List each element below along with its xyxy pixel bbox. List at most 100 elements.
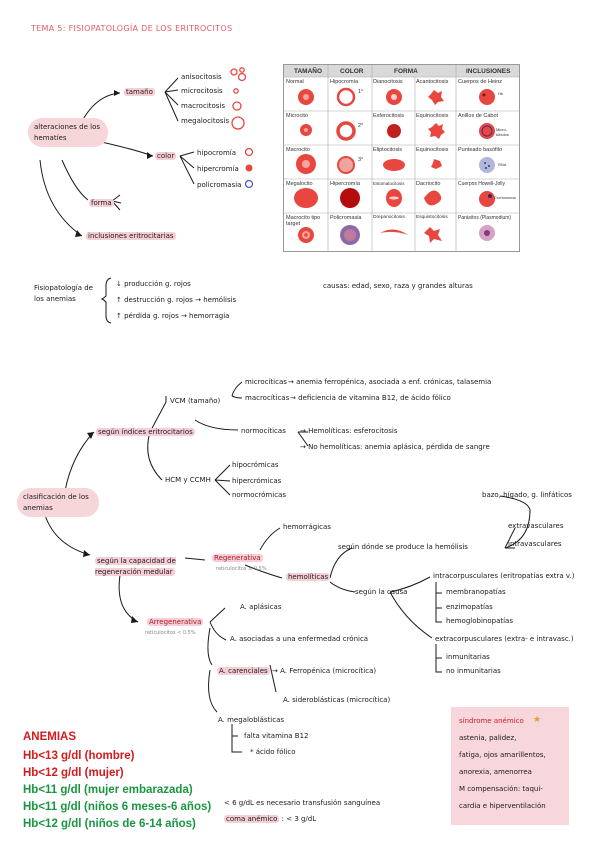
- intracorpusculares-label: intracorpusculares (eritropatías extra v…: [433, 572, 575, 580]
- tamano-item-2: microcitosis: [181, 87, 223, 95]
- alteraciones-root: alteraciones de los hematíes: [28, 118, 108, 147]
- page-title: TEMA 5: FISIOPATOLOGÍA DE LOS ERITROCITO…: [31, 24, 233, 33]
- hemoliticas-text: hemolíticas: [286, 573, 331, 581]
- intra-item-2: enzimopatías: [446, 603, 493, 611]
- anemias-threshold-3: Hb<11 g/dl (mujer embarazada): [23, 784, 193, 796]
- alteraciones-root-text: alteraciones de los hematíes: [34, 123, 100, 142]
- ferropenica-label: → A. Ferropénica (microcítica): [272, 667, 377, 675]
- cell-forma-1: Dianocitosis: [373, 79, 403, 85]
- arregenerativa-note: reticulocitos < 0.5%: [145, 630, 196, 636]
- hcm-label: HCM y CCMH: [165, 476, 211, 484]
- color-text: color: [155, 152, 177, 160]
- cell-color-marker-1: 1°: [358, 89, 364, 95]
- cell-tag-cromosoma: Cromosoma: [494, 195, 516, 200]
- extracorpusculares-label: extracorpusculares (extra- e intravasc.): [435, 635, 574, 643]
- table-grid: [284, 65, 519, 251]
- cell-inclusion-basofilo: Punteado basófilo: [458, 147, 503, 153]
- macrociticas-desc: → deficiencia de vitamina B12, de ácido …: [290, 394, 451, 402]
- color-item-3: policromasia: [197, 181, 242, 189]
- regenerativa-text: Regenerativa: [212, 554, 263, 562]
- hcm-item-2: hipercrómicas: [232, 477, 282, 485]
- cell-tamano-macrocito: Macrocito: [286, 147, 310, 153]
- cell-forma-3: Esferocitosis: [373, 113, 405, 119]
- anemias-heading: ANEMIAS: [23, 731, 77, 743]
- color-label: color: [155, 152, 177, 160]
- intra-item-1: membranopatías: [446, 588, 506, 596]
- table-header-forma: FORMA: [394, 68, 418, 75]
- regenerativa-note: reticulocitos ≥ 0.5%: [216, 566, 267, 572]
- cell-inclusion-heinz: Cuerpos de Heinz: [458, 79, 503, 85]
- arregenerativa-text: Arregenerativa: [147, 618, 204, 626]
- indices-text: según índices eritrocitarios: [96, 428, 195, 436]
- carenciales-text: A. carenciales: [217, 667, 270, 675]
- anemias-threshold-4: Hb<11 g/dl (niños 6 meses-6 años): [23, 801, 212, 813]
- table-header-tamano: TAMAÑO: [294, 68, 323, 75]
- normociticas-label: normocíticas: [241, 427, 286, 435]
- intra-item-3: hemoglobinopatías: [446, 617, 513, 625]
- tamano-text: tamaño: [124, 88, 155, 96]
- hemoliticas-label: hemolíticas: [286, 573, 331, 581]
- hcm-item-1: hipocrómicas: [232, 461, 279, 469]
- hemoliticas-line: → Hemolíticas: esferocitosis: [300, 427, 398, 435]
- table-header-color: COLOR: [340, 68, 364, 75]
- asociadas-label: A. asociadas a una enfermedad crónica: [230, 635, 369, 643]
- intravasculares-label: intravasculares: [508, 540, 562, 548]
- coma-line: coma anémico : < 3 g/dL: [224, 815, 317, 823]
- aplasicas-label: A. aplásicas: [240, 603, 282, 611]
- cell-color-policromasia: Policromasia: [330, 215, 362, 221]
- carenciales-label: A. carenciales: [217, 667, 270, 675]
- cell-tag-microtubulos: Micro-túbulos: [496, 127, 509, 137]
- vcm-label: VCM (tamaño): [170, 397, 221, 405]
- color-item-1: hipocromía: [197, 149, 237, 157]
- sideroblasticas-label: A. sideroblásticas (microcítica): [283, 696, 391, 704]
- inclusiones-text: inclusiones eritrocitarias: [86, 232, 176, 240]
- cell-inclusion-cabot: Anillos de Cabot: [458, 113, 499, 119]
- sindrome-line-1: astenia, palidez,: [459, 734, 517, 742]
- megaloblasticas-label: A. megaloblásticas: [218, 716, 285, 724]
- sindrome-line-5: cardia e hiperventilación: [459, 802, 546, 810]
- forma-text: forma: [89, 199, 114, 207]
- cell-forma-5: Eliptocitosis: [373, 147, 403, 153]
- fisiopatologia-label: Fisiopatología de los anemias: [34, 284, 93, 304]
- sindrome-line-2: fatiga, ojos amarillentos,: [459, 751, 546, 759]
- fisio-causas: causas: edad, sexo, raza y grandes altur…: [323, 282, 473, 290]
- tamano-label: tamaño: [124, 88, 155, 96]
- arregenerativa-label: Arregenerativa: [147, 618, 204, 626]
- cell-forma-7: Estomatocitosis: [373, 181, 405, 186]
- cell-color-hipercromia: Hipercromía: [330, 181, 360, 187]
- fisio-item-1: ↓ producción g. rojos: [116, 280, 191, 288]
- clasificacion-root-text: clasificación de los anemias: [23, 493, 89, 512]
- cell-forma-8: Dacriocito: [416, 181, 441, 187]
- anemias-threshold-2: Hb<12 g/dl (mujer): [23, 767, 124, 779]
- bazo-label: bazo, hígado, g. linfáticos: [482, 491, 572, 499]
- microciticas-label: microcíticas: [245, 378, 287, 386]
- causa-label: según la causa: [355, 588, 408, 596]
- cell-tamano-normal: Normal: [286, 79, 304, 85]
- cell-tamano-megalocito: Megalocito: [286, 181, 313, 187]
- coma-value: : < 3 g/dL: [281, 815, 317, 823]
- cell-inclusion-plasmodium: Parásitos (Plasmodium): [458, 215, 512, 221]
- macrociticas-label: macrocíticas: [245, 394, 290, 402]
- sindrome-line-4: M compensación: taqui-: [459, 785, 543, 793]
- sindrome-box: síndrome anémico ★ astenia, palidez, fat…: [451, 707, 569, 825]
- extra-item-2: no inmunitarias: [446, 667, 501, 675]
- cell-color-marker-3: 3°: [358, 157, 364, 163]
- table-header-inclusiones: INCLUSIONES: [466, 68, 511, 75]
- indices-label: según índices eritrocitarios: [96, 428, 195, 436]
- cell-forma-4: Equinocitosis: [416, 113, 449, 119]
- color-cell-icons: [244, 147, 254, 189]
- inclusiones-label: inclusiones eritrocitarias: [86, 232, 176, 240]
- capacidad-text: según la capacidad de regeneración medul…: [95, 557, 176, 577]
- cell-tamano-microcito: Microcito: [286, 113, 309, 119]
- star-icon: ★: [533, 715, 542, 725]
- cell-color-hipocromia: Hipocromía: [330, 79, 359, 85]
- capacidad-label: según la capacidad de regeneración medul…: [95, 556, 190, 578]
- color-item-2: hipercromía: [197, 165, 239, 173]
- coma-label: coma anémico: [224, 815, 280, 823]
- fisio-item-2: ↑ destrucción g. rojos → hemólisis: [116, 296, 237, 304]
- cell-forma-9: Drepanocitosis: [373, 215, 405, 220]
- cell-tag-hb: Hb: [498, 91, 504, 96]
- clasificacion-root: clasificación de los anemias: [17, 488, 99, 517]
- anemias-threshold-5: Hb<12 g/dl (niños de 6-14 años): [23, 818, 196, 830]
- regenerativa-label: Regenerativa: [212, 554, 263, 562]
